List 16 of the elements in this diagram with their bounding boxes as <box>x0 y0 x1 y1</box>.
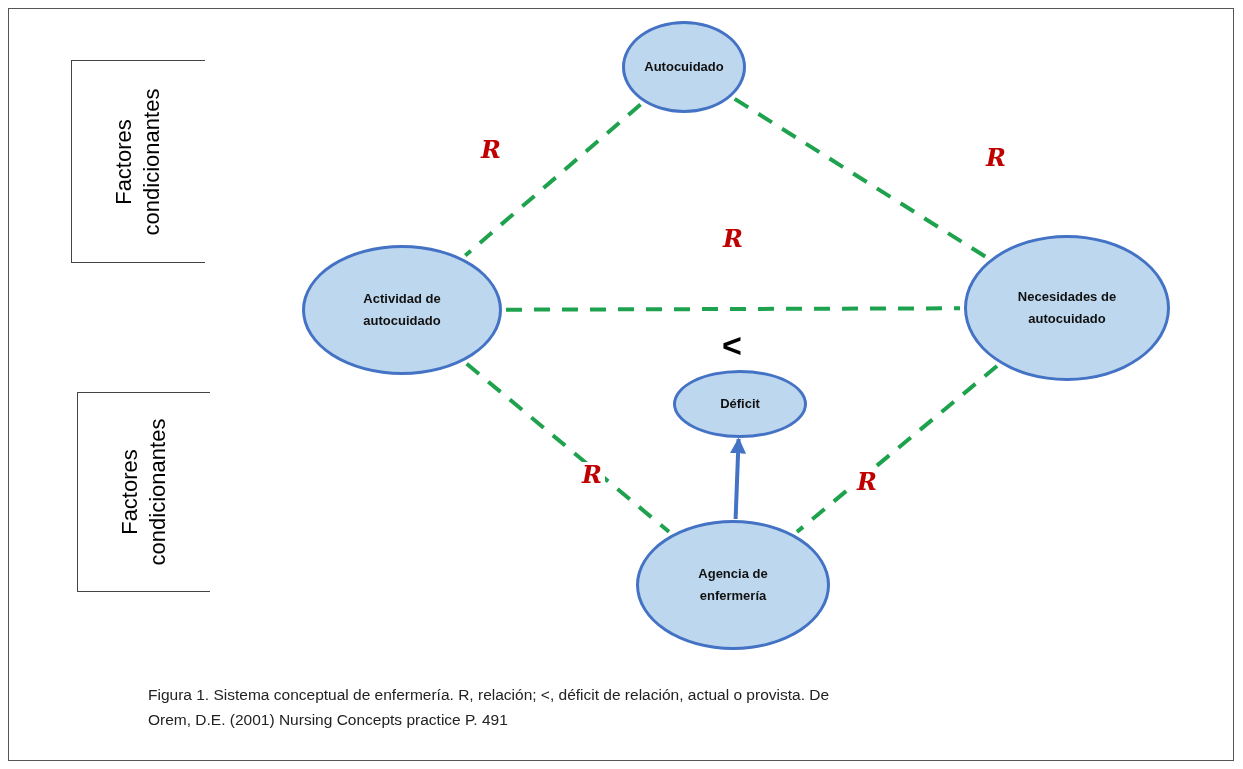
node-label: Actividad de autocuidado <box>362 290 442 330</box>
dashed-connector <box>733 97 988 260</box>
vertical-heading: Factores condicionantes <box>110 88 166 235</box>
dashed-connector <box>795 364 999 534</box>
node-label: Autocuidado <box>644 58 724 76</box>
symbol-label: < <box>722 328 742 362</box>
node-label: Déficit <box>720 395 760 413</box>
bracket-box <box>77 392 210 592</box>
dashed-connector <box>464 103 642 257</box>
figure-caption: Figura 1. Sistema conceptual de enfermería. R, relación; <, déficit de relación, actual o provista. De Orem, D.E. (2001) Nursing Concepts practice P. 491 <box>148 685 831 730</box>
node-label: Necesidades de autocuidado <box>1016 288 1118 328</box>
bracket-box <box>71 60 205 263</box>
node-label: Agencia de enfermería <box>697 565 769 605</box>
vertical-heading: Factores condicionantes <box>116 418 171 566</box>
dashed-connector <box>506 306 960 312</box>
arrow <box>730 437 747 520</box>
